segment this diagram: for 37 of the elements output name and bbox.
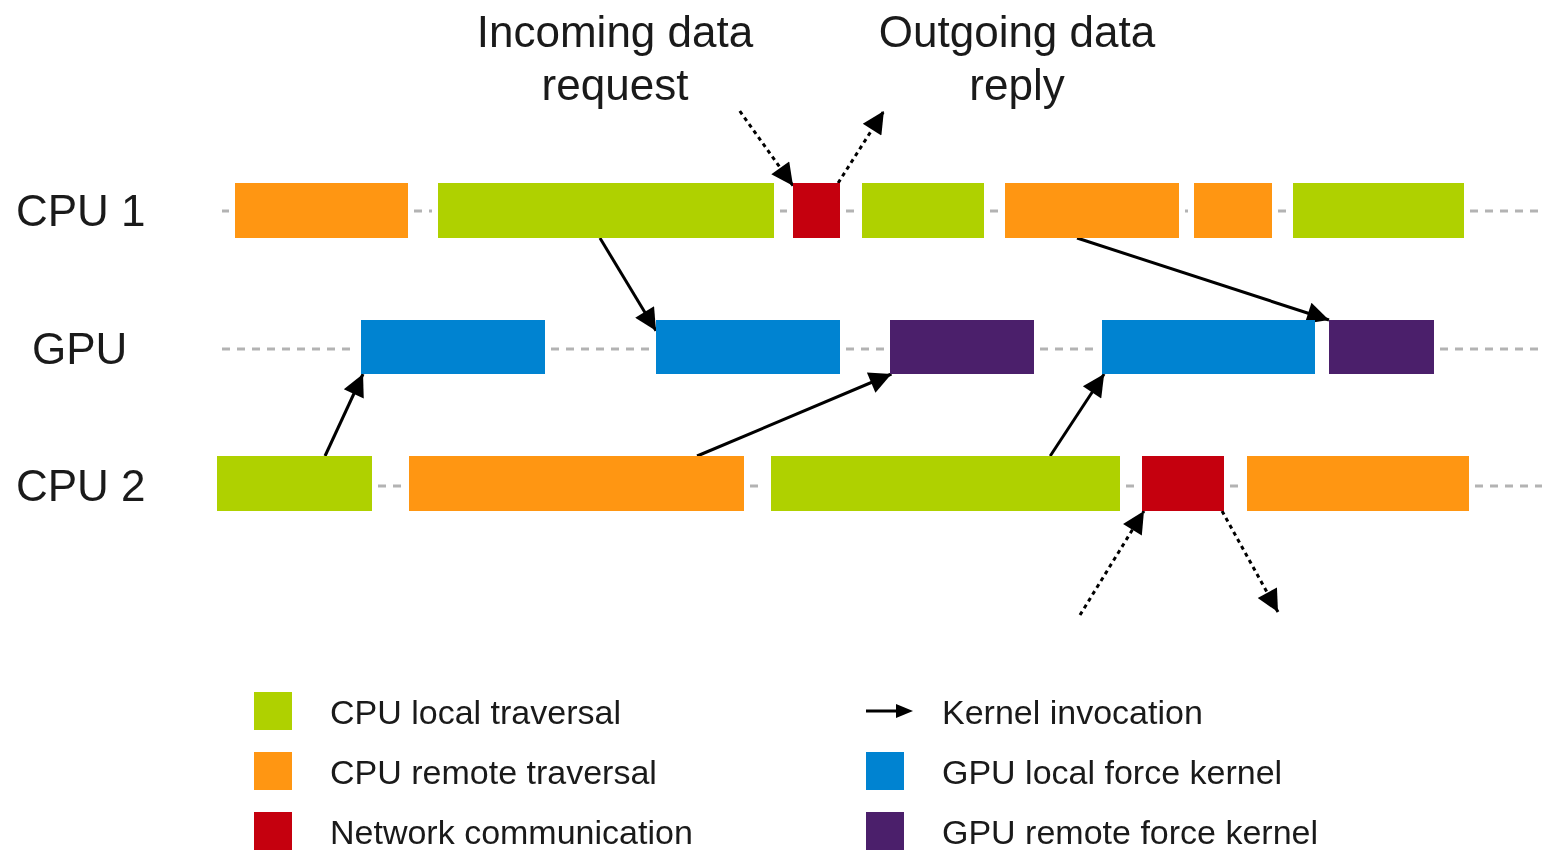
arrow (323, 373, 365, 457)
dotted-arrow (738, 110, 795, 187)
task-bar (1005, 183, 1179, 238)
arrow (598, 237, 658, 332)
task-bar (1102, 320, 1315, 374)
task-bar (771, 456, 1120, 511)
legend-label: CPU local traversal (330, 692, 621, 732)
annotation-text: Incoming data request (455, 5, 775, 111)
task-bar (438, 183, 774, 238)
row-label: CPU 1 (16, 185, 146, 237)
task-bar (1329, 320, 1434, 374)
task-bar (862, 183, 984, 238)
dotted-arrow (836, 110, 886, 184)
task-bar (409, 456, 744, 511)
task-bar (235, 183, 408, 238)
task-bar (1194, 183, 1272, 238)
dotted-arrow (1220, 510, 1280, 613)
task-bar (1293, 183, 1464, 238)
task-bar (890, 320, 1034, 374)
row-label: GPU (32, 323, 128, 375)
annotation-text: Outgoing data reply (857, 5, 1177, 111)
task-bar (793, 183, 840, 238)
row-label: CPU 2 (16, 460, 146, 512)
task-bar (1142, 456, 1224, 511)
arrow (696, 372, 893, 458)
task-bar (656, 320, 840, 374)
legend-label: Network communication (330, 812, 693, 852)
task-bar (1247, 456, 1469, 511)
arrow (1048, 373, 1106, 457)
legend-label: GPU remote force kernel (942, 812, 1319, 852)
legend-label: Kernel invocation (942, 692, 1203, 732)
task-bar (217, 456, 372, 511)
legend-label: CPU remote traversal (330, 752, 657, 792)
legend-label: GPU local force kernel (942, 752, 1283, 792)
arrow (1076, 236, 1330, 324)
task-bar (361, 320, 545, 374)
dotted-arrow (1078, 510, 1146, 616)
